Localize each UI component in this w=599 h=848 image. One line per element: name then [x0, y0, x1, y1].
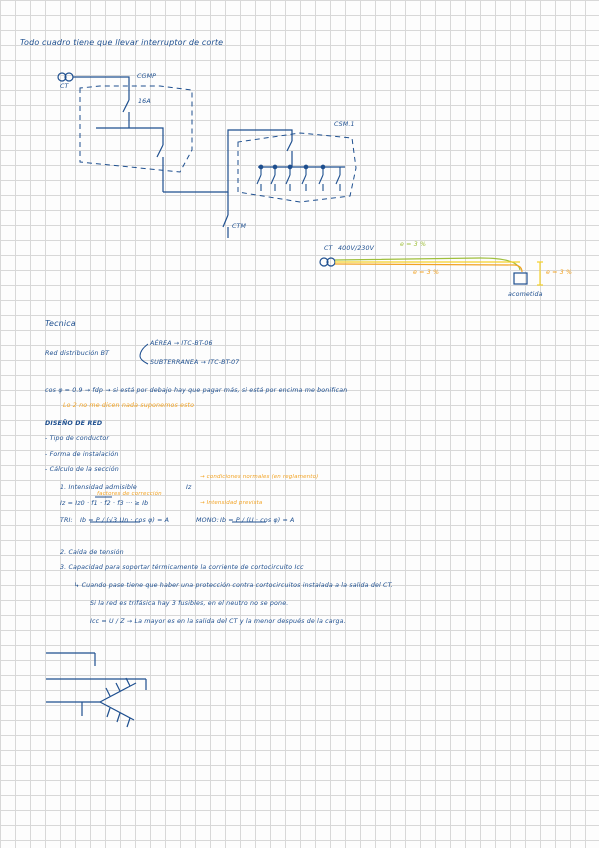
cos-subnote: Lo 2 no me dicen nada suponemos esto	[63, 402, 195, 409]
page-header: Todo cuadro tiene que llevar interruptor…	[20, 38, 224, 47]
item-2: 2. Caída de tensión	[60, 549, 124, 556]
mono-label: MONO:	[196, 517, 220, 524]
ct-right-label: CT	[324, 245, 333, 252]
voltage-label: 400V/230V	[338, 245, 375, 252]
section-title: Tecnica	[45, 319, 76, 328]
switch-16a-icon	[122, 99, 130, 113]
cgmp-label: CGMP	[137, 73, 157, 80]
csm1-label: CSM.1	[334, 121, 355, 128]
iz-formula: Iz = Iz0 · f1 · f2 · f3 ··· ≥ Ib	[60, 500, 149, 507]
ct-label: CT	[60, 83, 69, 90]
subterranea-line: SUBTERRANEA → ITC-BT-07	[150, 359, 240, 366]
forma-item: - Forma de instalación	[45, 451, 119, 458]
iz-symbol: Iz	[186, 484, 192, 491]
cos-line: cos φ = 0.9 → fdp → si está por debajo h…	[45, 387, 348, 394]
csm-branches	[256, 164, 341, 191]
tri-label: TRI:	[60, 517, 73, 524]
e-green-label: e = 3 %	[400, 241, 427, 248]
icc-line: Icc = U / Z → La mayor es en la salida d…	[90, 618, 346, 625]
breaker-16a-label: 16A	[138, 98, 151, 105]
acometida-label: acometida	[508, 291, 543, 298]
enclosures	[79, 85, 357, 203]
red-label: Red distribución BT	[45, 350, 110, 357]
ct-transformer-icon	[57, 72, 67, 82]
cc-line-2: Si la red es trifásica hay 3 fusibles, e…	[90, 600, 289, 607]
acometida-diagram	[319, 257, 543, 286]
tipo-item: - Tipo de conductor	[45, 435, 110, 442]
tri-formula: Ib = P / (√3 Un · cos φ) = A	[80, 517, 170, 524]
ctm-label: CTM	[232, 223, 247, 230]
item-3: 3. Capacidad para soportar térmicamente …	[60, 564, 304, 571]
brace-icon	[139, 343, 149, 365]
item-1: 1. Intensidad admisible	[60, 484, 137, 491]
e-yellow-label: e = 3 %	[546, 269, 573, 276]
factores-note: factores de corrección	[97, 491, 162, 497]
cgmp-diagram	[57, 72, 345, 238]
e-orange-label: e = 3 %	[413, 269, 440, 276]
ib-note: → Intensidad prevista	[200, 500, 263, 506]
cgmp-box	[79, 85, 193, 173]
condiciones-note: → condiciones normales (en reglamento)	[200, 474, 319, 480]
diseno-heading: DISEÑO DE RED	[45, 420, 103, 427]
network-sketch	[46, 652, 147, 728]
cc-line-1: ↳ Cuando pase tiene que haber una protec…	[74, 582, 394, 589]
ctm-switch-icon	[222, 214, 229, 228]
csm1-box	[237, 132, 357, 203]
aerea-line: AÉREA → ITC-BT-06	[150, 340, 213, 347]
annotations	[90, 343, 266, 523]
calculo-item: - Cálculo de la sección	[45, 466, 119, 473]
mono-formula: Ib = P / (U · cos φ) = A	[220, 517, 295, 524]
